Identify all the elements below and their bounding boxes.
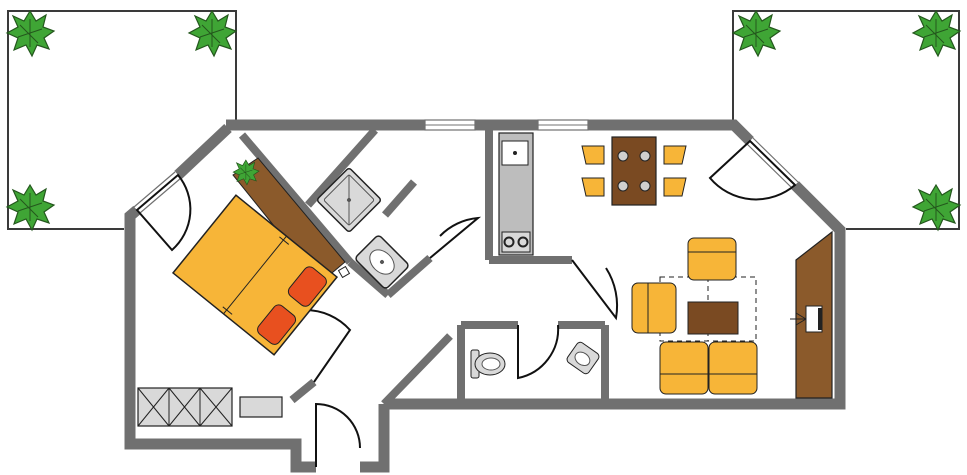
plant-icon — [6, 184, 55, 231]
chair-icon — [659, 341, 709, 395]
coffee-table — [687, 301, 739, 335]
outer-walls — [124, 119, 846, 473]
sofa — [659, 341, 758, 395]
bed-icon — [171, 194, 339, 356]
kitchen-counter — [498, 132, 534, 256]
inner-walls — [238, 127, 609, 407]
plant-icon — [912, 10, 961, 57]
chair-icon — [581, 145, 605, 165]
chair-icon — [663, 177, 687, 197]
armchair-left — [631, 282, 677, 334]
plant-icon — [732, 10, 781, 57]
chair-icon — [708, 341, 758, 395]
window-top-left — [424, 119, 476, 131]
wardrobe — [137, 387, 283, 427]
plant-icon — [912, 184, 961, 231]
plant-icon — [188, 10, 237, 57]
armchair-top — [687, 237, 737, 281]
shower-icon — [316, 167, 382, 233]
chair-icon — [631, 282, 677, 334]
window-top-right — [537, 119, 589, 131]
tv-sideboard — [790, 230, 833, 399]
sink-icon — [355, 235, 409, 289]
dining-chairs — [581, 145, 687, 197]
chair-icon — [581, 177, 605, 197]
toilet-icon — [470, 349, 506, 379]
chair-icon — [663, 145, 687, 165]
chair-icon — [687, 237, 737, 281]
lamp-icon — [337, 265, 351, 279]
dining-table — [611, 136, 657, 206]
plant-icon — [6, 10, 55, 57]
sink-icon — [566, 341, 600, 375]
stove-icon — [501, 231, 531, 253]
